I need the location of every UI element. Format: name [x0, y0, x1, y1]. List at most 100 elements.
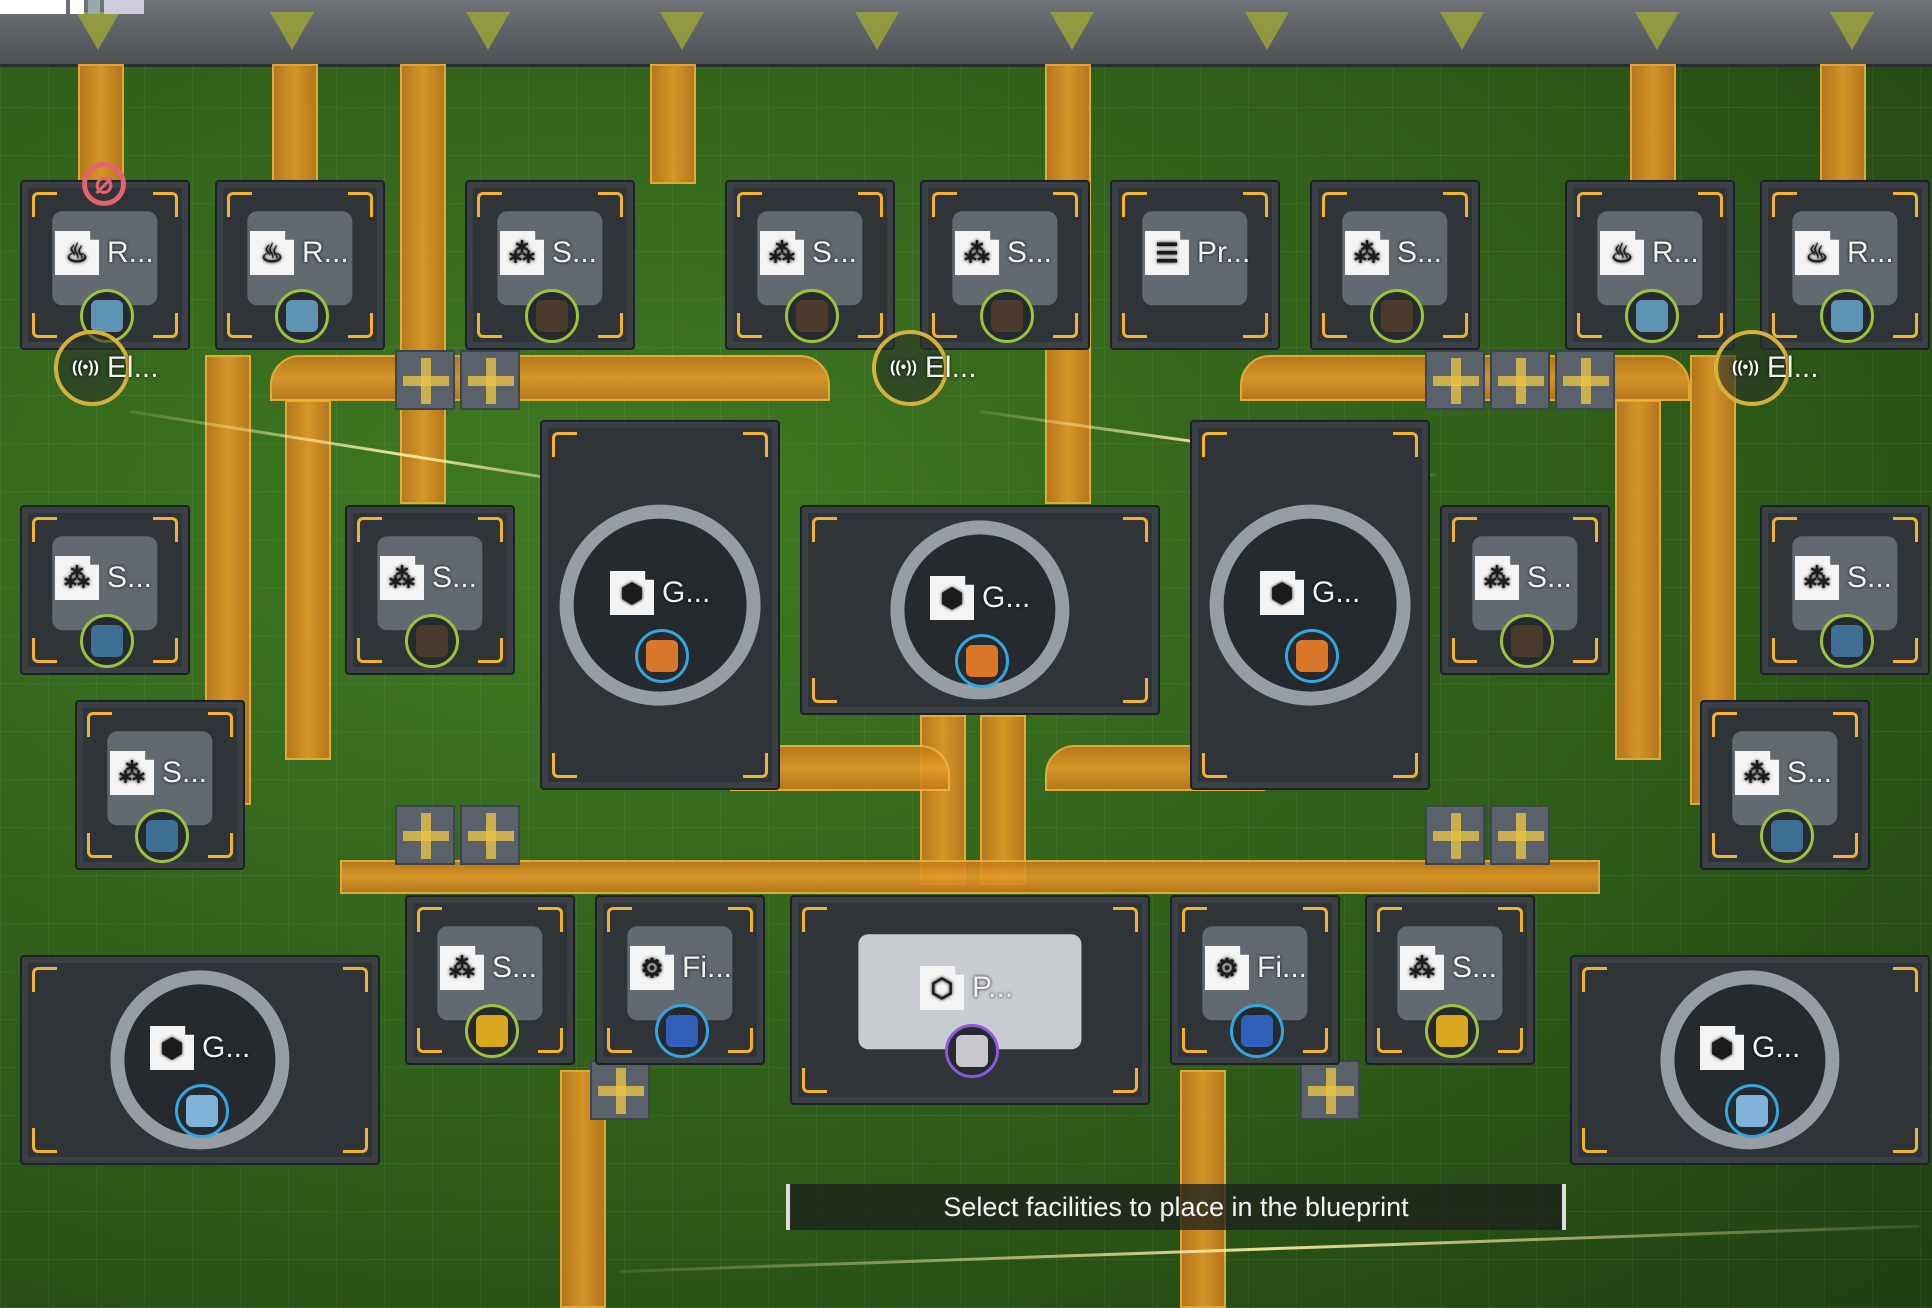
electric-relay-el3[interactable] — [1714, 330, 1790, 406]
item-sprite — [1381, 300, 1413, 332]
frame-corner — [1698, 192, 1723, 217]
blue-ore-icon[interactable] — [1820, 614, 1874, 668]
amber-cube-icon[interactable] — [1285, 629, 1339, 683]
facility-s3[interactable]: ⁂S... — [920, 180, 1090, 350]
yellow-powder-icon[interactable] — [465, 1004, 519, 1058]
hud-block — [104, 0, 144, 14]
facility-label: ⁂S... — [1735, 751, 1832, 795]
facility-s6[interactable]: ⁂S... — [345, 505, 515, 675]
facility-s10[interactable]: ⁂S... — [1700, 700, 1870, 870]
facility-label: ⬢G... — [610, 571, 710, 615]
grinder-icon: ⬢ — [150, 1026, 194, 1070]
facility-s7[interactable]: ⁂S... — [1440, 505, 1610, 675]
shredder-icon: ⁂ — [500, 231, 544, 275]
blue-ore-icon[interactable] — [135, 809, 189, 863]
frame-corner — [32, 1128, 57, 1153]
item-sprite — [646, 640, 678, 672]
crystal-ore-icon[interactable] — [1625, 289, 1679, 343]
facility-r3[interactable]: ♨R... — [1565, 180, 1735, 350]
relay-icon: ((•)) — [1732, 359, 1759, 376]
facility-name: S... — [107, 561, 153, 594]
facility-label: ♨R... — [250, 231, 349, 275]
facility-name: S... — [432, 561, 478, 594]
item-sprite — [1296, 640, 1328, 672]
facility-r2[interactable]: ♨R... — [215, 180, 385, 350]
facility-s1[interactable]: ⁂S... — [465, 180, 635, 350]
facility-f2[interactable]: ⚙Fi... — [1170, 895, 1340, 1065]
facility-s2[interactable]: ⁂S... — [725, 180, 895, 350]
packer-icon: ⬡ — [920, 966, 964, 1010]
facility-name: S... — [492, 951, 538, 984]
dark-ore-icon[interactable] — [405, 614, 459, 668]
crystal-ore-icon[interactable] — [1820, 289, 1874, 343]
splitter-block[interactable] — [460, 350, 520, 410]
frame-corner — [538, 907, 563, 932]
facility-s8[interactable]: ⁂S... — [1760, 505, 1930, 675]
relay-label: ((•))El... — [1732, 346, 1819, 390]
frame-corner — [1122, 313, 1147, 338]
ice-cube-icon[interactable] — [175, 1084, 229, 1138]
facility-s11[interactable]: ⁂S... — [405, 895, 575, 1065]
ice-cube-icon[interactable] — [1725, 1084, 1779, 1138]
facility-g3[interactable]: ⬢G... — [1190, 420, 1430, 790]
frame-corner — [227, 192, 252, 217]
frame-corner — [153, 638, 178, 663]
splitter-block[interactable] — [1425, 350, 1485, 410]
splitter-block[interactable] — [395, 805, 455, 865]
facility-name: G... — [1312, 576, 1361, 609]
facility-f1[interactable]: ⚙Fi... — [595, 895, 765, 1065]
yellow-powder-icon[interactable] — [1425, 1004, 1479, 1058]
frame-corner — [153, 192, 178, 217]
electric-relay-el1[interactable] — [54, 330, 130, 406]
splitter-block[interactable] — [590, 1060, 650, 1120]
splitter-block[interactable] — [1425, 805, 1485, 865]
splitter-block[interactable] — [1490, 350, 1550, 410]
facility-g1[interactable]: ⬢G... — [540, 420, 780, 790]
facility-g4[interactable]: ⬢G... — [20, 955, 380, 1165]
frame-corner — [858, 313, 883, 338]
amber-cube-icon[interactable] — [955, 634, 1009, 688]
splitter-block[interactable] — [1490, 805, 1550, 865]
item-sprite — [1831, 625, 1863, 657]
blue-ore-icon[interactable] — [80, 614, 134, 668]
splitter-block[interactable] — [460, 805, 520, 865]
facility-name: S... — [1527, 561, 1573, 594]
dark-ore-icon[interactable] — [525, 289, 579, 343]
facility-s5[interactable]: ⁂S... — [20, 505, 190, 675]
blue-bottles-icon[interactable] — [655, 1004, 709, 1058]
frame-corner — [598, 192, 623, 217]
facility-name: P... — [972, 971, 1014, 1004]
splitter-block[interactable] — [1555, 350, 1615, 410]
frame-corner — [538, 1028, 563, 1053]
facility-name: Fi... — [1257, 951, 1307, 984]
frame-corner — [1833, 712, 1858, 737]
crystal-ore-icon[interactable] — [275, 289, 329, 343]
facility-r4[interactable]: ♨R... — [1760, 180, 1930, 350]
blue-ore-icon[interactable] — [1760, 809, 1814, 863]
dark-ore-icon[interactable] — [1500, 614, 1554, 668]
facility-g5[interactable]: ⬢G... — [1570, 955, 1930, 1165]
blue-bottles-icon[interactable] — [1230, 1004, 1284, 1058]
battery-pack-icon[interactable] — [945, 1024, 999, 1078]
dark-ore-icon[interactable] — [980, 289, 1034, 343]
item-sprite — [91, 300, 123, 332]
facility-s9[interactable]: ⁂S... — [75, 700, 245, 870]
facility-s4[interactable]: ⁂S... — [1310, 180, 1480, 350]
frame-corner — [227, 313, 252, 338]
splitter-block[interactable] — [395, 350, 455, 410]
facility-s12[interactable]: ⁂S... — [1365, 895, 1535, 1065]
facility-p1[interactable]: ⬡P... — [790, 895, 1150, 1105]
item-sprite — [416, 625, 448, 657]
facility-label: ⁂S... — [955, 231, 1052, 275]
amber-cube-icon[interactable] — [635, 629, 689, 683]
facility-g2[interactable]: ⬢G... — [800, 505, 1160, 715]
gate-icon — [660, 12, 704, 50]
frame-corner — [802, 907, 827, 932]
dark-ore-icon[interactable] — [785, 289, 839, 343]
hud-close-icon[interactable] — [88, 0, 100, 14]
frame-corner — [1698, 313, 1723, 338]
facility-pr1[interactable]: ☰Pr... — [1110, 180, 1280, 350]
splitter-block[interactable] — [1300, 1060, 1360, 1120]
dark-ore-icon[interactable] — [1370, 289, 1424, 343]
electric-relay-el2[interactable] — [872, 330, 948, 406]
